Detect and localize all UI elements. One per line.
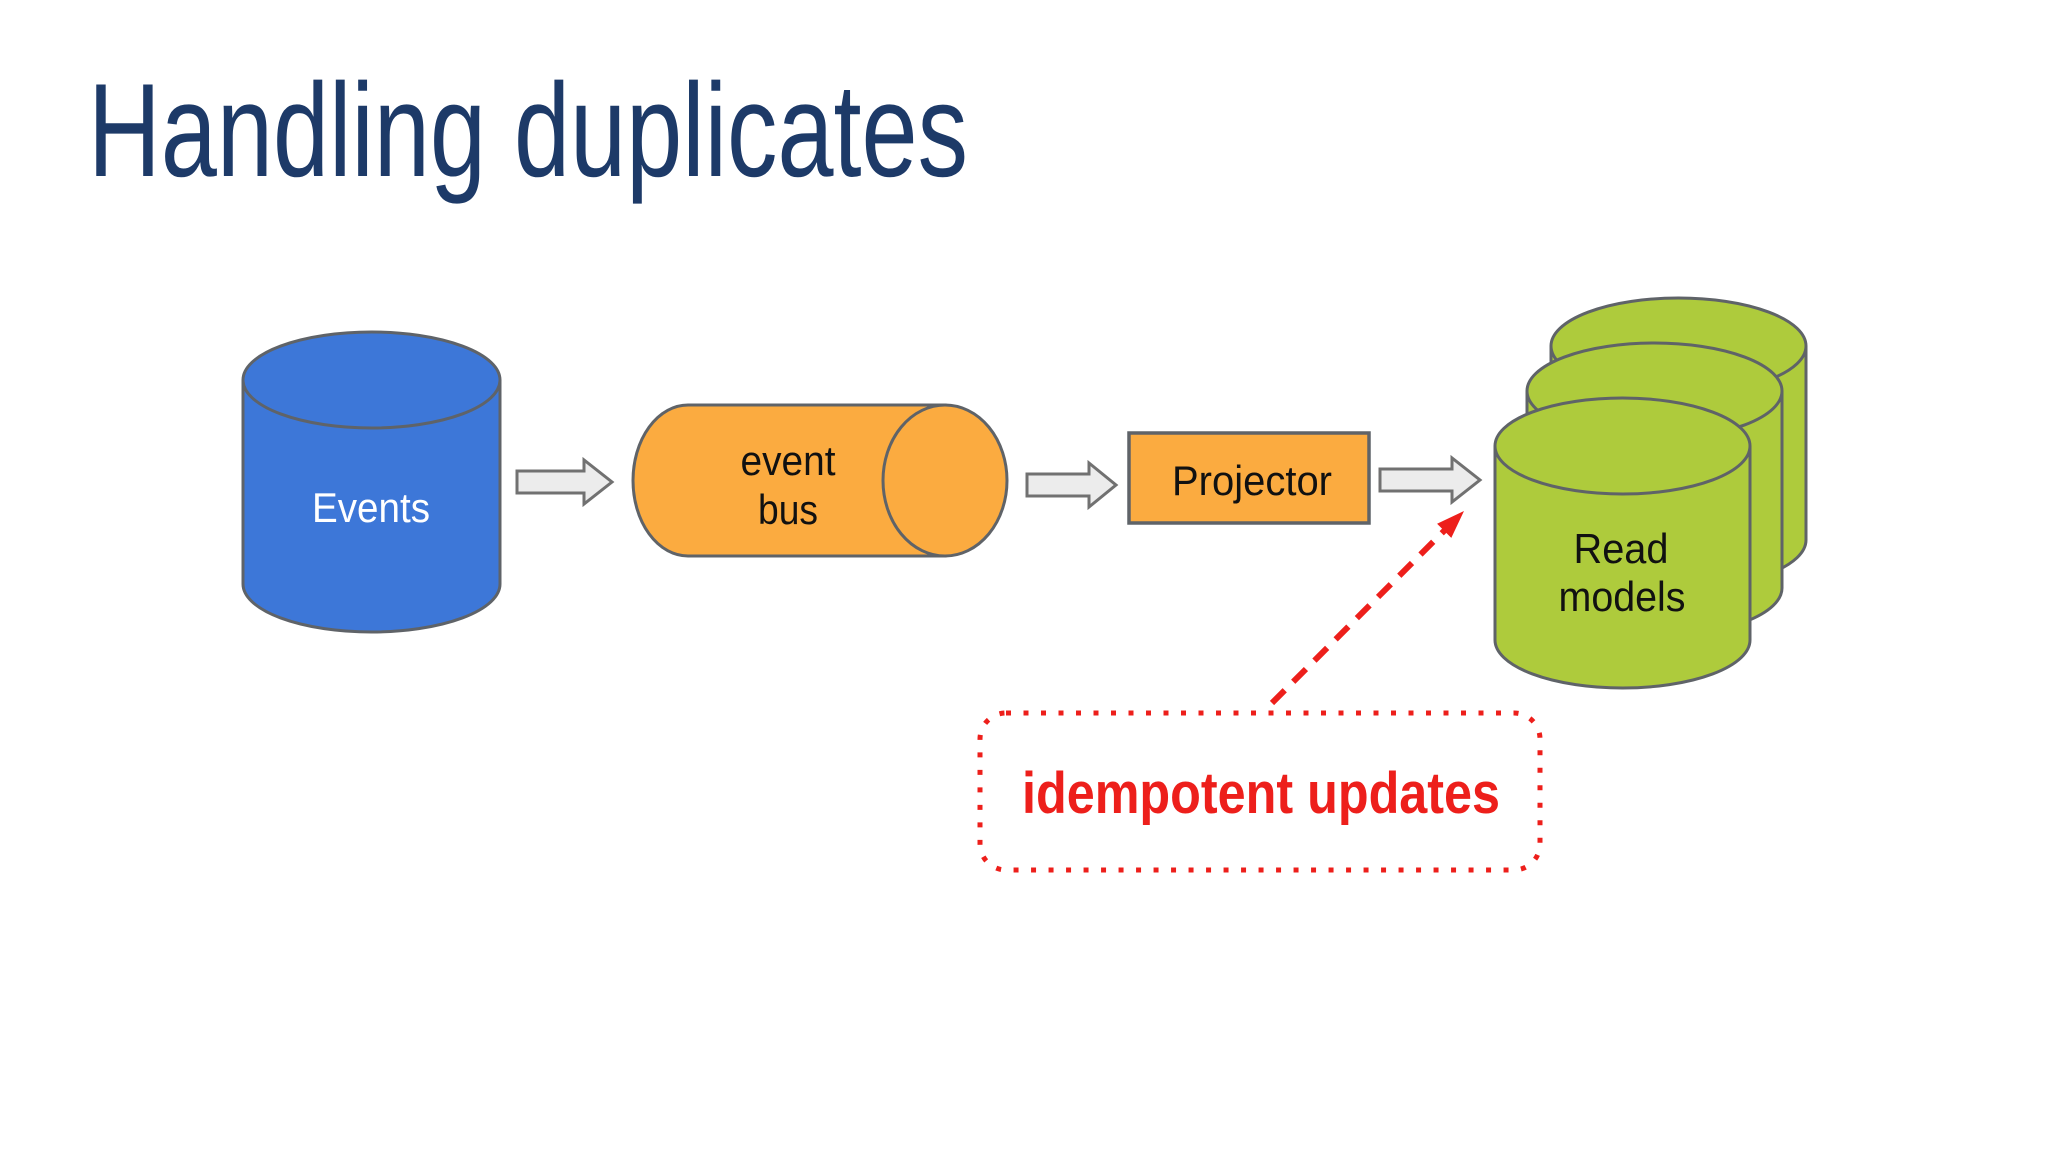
event-bus-label-line2: bus [758, 486, 818, 533]
projector-label: Projector [1172, 457, 1332, 504]
projector-box: Projector [1127, 431, 1371, 525]
annotation-dashed-line [1269, 526, 1449, 706]
events-cylinder: Events [241, 330, 502, 634]
events-cylinder-body [241, 380, 502, 634]
flow-arrow-events-to-bus [515, 456, 615, 508]
event-bus-end-cap [881, 403, 1009, 558]
idempotent-annotation: idempotent updates [977, 511, 1543, 873]
event-bus-label-line1: event [741, 437, 836, 484]
event-bus-cylinder: event bus [631, 403, 1009, 558]
events-label: Events [312, 484, 430, 531]
read-models-stack: Read models [1493, 296, 1808, 690]
read-models-cylinder-front-top [1493, 396, 1752, 496]
read-models-cylinder-front-body [1493, 446, 1752, 690]
read-models-label-line2: models [1559, 573, 1686, 620]
read-models-label-line1: Read [1574, 525, 1669, 572]
event-bus-body [631, 403, 947, 558]
events-cylinder-top [241, 330, 502, 430]
projector-rect [1127, 431, 1371, 525]
flow-arrow-projector-to-readmodels [1378, 454, 1483, 506]
annotation-arrowhead-icon [1437, 511, 1464, 538]
slide-title: Handling duplicates [88, 57, 968, 205]
annotation-label: idempotent updates [1022, 761, 1500, 826]
flow-arrow-bus-to-projector [1025, 459, 1119, 511]
annotation-dotted-box [977, 710, 1543, 873]
